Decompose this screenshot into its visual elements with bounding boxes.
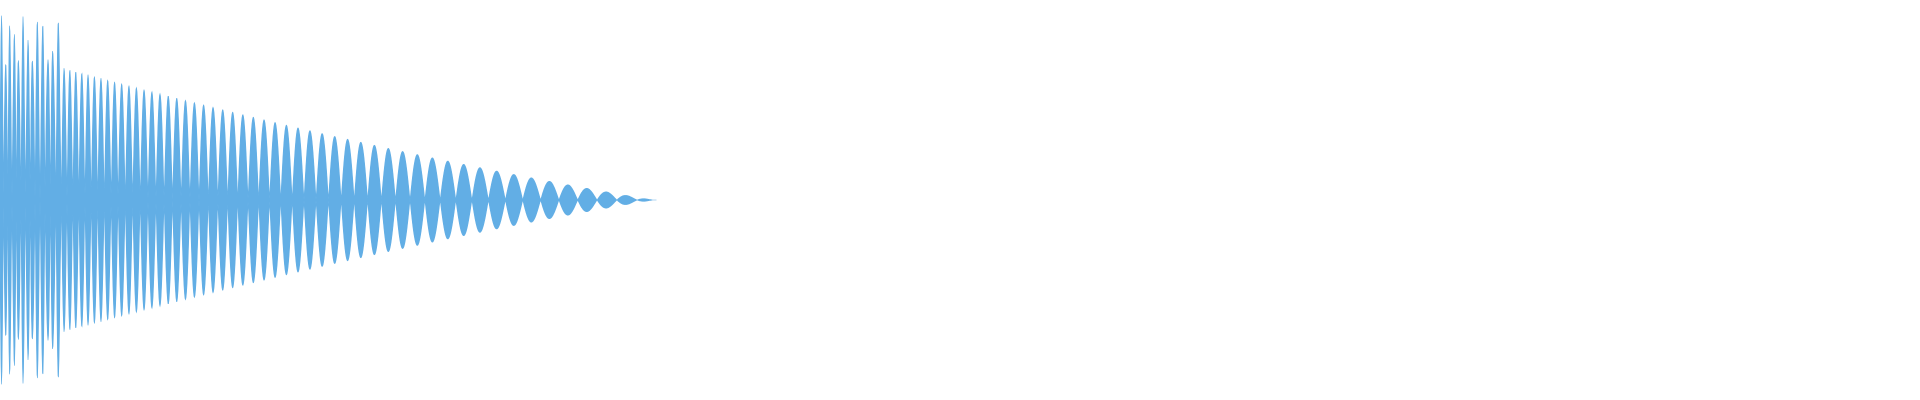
waveform-shape: [0, 15, 657, 385]
